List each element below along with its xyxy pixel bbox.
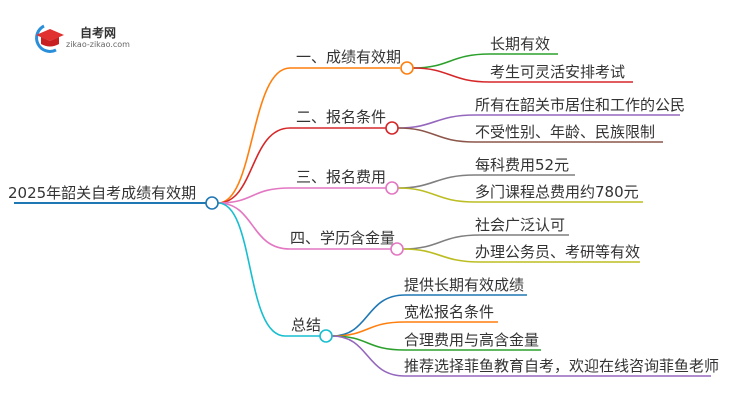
leaf: 社会广泛认可 bbox=[475, 216, 565, 234]
logo bbox=[30, 22, 140, 53]
edge-b5 bbox=[217, 202, 320, 337]
branch-3-toggle[interactable] bbox=[385, 181, 399, 195]
root-toggle[interactable] bbox=[205, 196, 219, 210]
leaf: 合理费用与高含金量 bbox=[404, 331, 539, 349]
leaf: 提供长期有效成绩 bbox=[404, 276, 524, 294]
edge-b2 bbox=[217, 127, 386, 204]
logo-title: 自考网 bbox=[80, 26, 117, 40]
branch-2-toggle[interactable] bbox=[385, 121, 399, 135]
root-node: 2025年韶关自考成绩有效期 bbox=[8, 184, 196, 202]
leaf: 多门课程总费用约780元 bbox=[475, 183, 639, 201]
logo-cap-icon bbox=[35, 24, 64, 53]
branch-4-toggle[interactable] bbox=[390, 242, 404, 256]
branch-3-label: 三、报名费用 bbox=[296, 168, 386, 186]
leaf: 推荐选择菲鱼教育自考，欢迎在线咨询菲鱼老师 bbox=[404, 357, 719, 375]
leaf: 长期有效 bbox=[490, 35, 550, 53]
branch-1-toggle[interactable] bbox=[400, 61, 414, 75]
branch-2-label: 二、报名条件 bbox=[296, 108, 386, 126]
leaf: 办理公务员、考研等有效 bbox=[475, 243, 640, 261]
branch-5-toggle[interactable] bbox=[319, 329, 333, 343]
edge-b4 bbox=[217, 202, 391, 250]
branch-4-label: 四、学历含金量 bbox=[290, 229, 395, 247]
edge-b1 bbox=[217, 67, 400, 204]
branch-5-label: 总结 bbox=[291, 316, 321, 334]
logo-url: zikao-zikao.com bbox=[66, 40, 130, 49]
branch-1-label: 一、成绩有效期 bbox=[296, 48, 401, 66]
leaf: 每科费用52元 bbox=[475, 156, 569, 174]
leaf: 所有在韶关市居住和工作的公民 bbox=[475, 96, 685, 114]
edge-b3 bbox=[217, 187, 386, 204]
leaf: 宽松报名条件 bbox=[404, 303, 494, 321]
leaf: 不受性别、年龄、民族限制 bbox=[475, 123, 655, 141]
leaf: 考生可灵活安排考试 bbox=[490, 63, 625, 81]
